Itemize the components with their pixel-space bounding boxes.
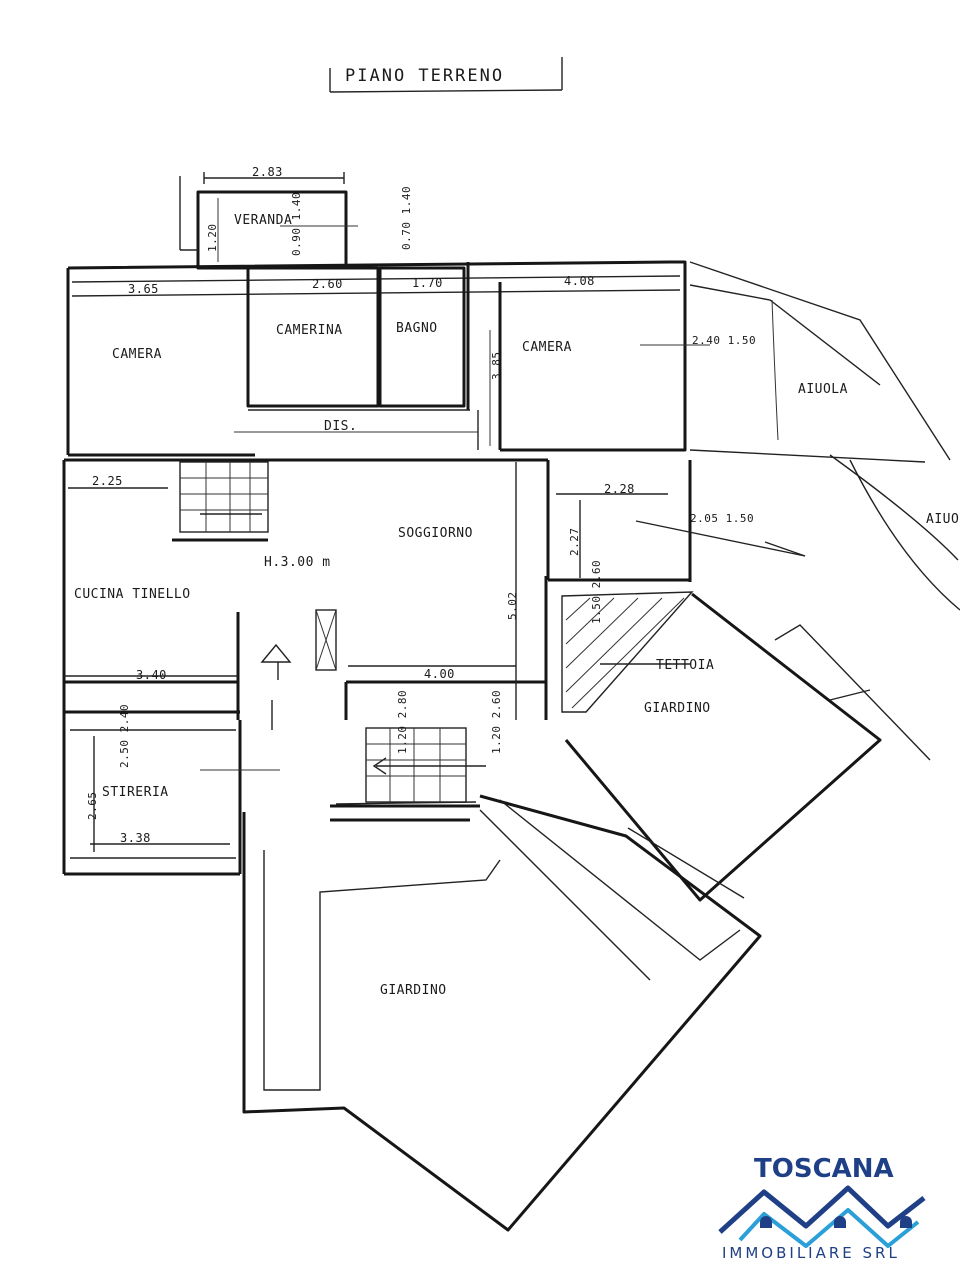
entry-door: 1.20 2.60: [490, 690, 503, 754]
room-giardino-small: GIARDINO: [644, 701, 711, 716]
aiuola-area: AIUOLA AIUOLA: [689, 261, 960, 611]
room-right-width: 2.28: [604, 482, 635, 496]
window-dim-1: 0.90 1.40: [290, 192, 303, 256]
stireria-depth: 2.65: [86, 792, 99, 821]
room-giardino-large: GIARDINO: [380, 983, 447, 998]
camera-right-window: 2.40 1.50: [692, 334, 756, 347]
title-block: PIANO TERRENO: [329, 57, 563, 93]
room-bagno: BAGNO: [396, 321, 438, 336]
room-right-window: 2.05 1.50: [690, 512, 754, 525]
camerina-width: 2.60: [312, 277, 343, 291]
soggiorno-depth: 5.02: [506, 592, 519, 621]
camera-right-depth: 3.85: [490, 352, 503, 381]
room-cucina: CUCINA TINELLO: [74, 587, 191, 602]
stireria-width: 3.38: [120, 831, 151, 845]
stireria-area: 2.50 2.40 2.65 STIRERIA 3.38: [62, 704, 280, 876]
middle-rooms: 2.25 CUCINA TINELLO 3.40 H.3.00 m SOGGIO…: [62, 458, 806, 870]
room-camera-left: CAMERA: [112, 347, 162, 362]
room-camera-right: CAMERA: [522, 340, 572, 355]
room-camerina: CAMERINA: [276, 323, 343, 338]
company-logo: TOSCANA IMMOBILIARE SRL: [718, 1154, 926, 1262]
stireria-window: 2.50 2.40: [118, 704, 131, 768]
stair-door: 1.20 2.80: [396, 690, 409, 754]
soggiorno-width: 4.00: [424, 667, 455, 681]
cucina-width-top: 2.25: [92, 474, 123, 488]
camera-left-width: 3.65: [128, 282, 159, 296]
veranda-depth: 1.20: [206, 224, 219, 253]
plan-title: PIANO TERRENO: [345, 66, 504, 86]
room-aiuola-top: AIUOLA: [798, 382, 848, 397]
camera-right-width: 4.08: [564, 274, 595, 288]
room-right-depth: 2.27: [568, 528, 581, 557]
room-tettoia: TETTOIA: [656, 658, 714, 673]
logo-name: TOSCANA: [754, 1154, 894, 1184]
bagno-width: 1.70: [412, 276, 443, 290]
height-note: H.3.00 m: [264, 555, 331, 570]
entry-stair: 1.20 2.80 1.20 2.60: [271, 690, 503, 822]
veranda-width: 2.83: [252, 165, 283, 179]
logo-subtitle: IMMOBILIARE SRL: [722, 1244, 900, 1262]
tettoia-door: 1.50 2.60: [590, 560, 603, 624]
room-aiuola-right: AIUOLA: [926, 512, 960, 527]
room-soggiorno: SOGGIORNO: [398, 526, 473, 541]
cucina-width: 3.40: [136, 668, 167, 682]
upper-rooms: 3.65 2.60 1.70 4.08 3.85 2.40 1.50 CAMER…: [66, 260, 756, 457]
room-stireria: STIRERIA: [102, 785, 169, 800]
window-dim-2: 0.70 1.40: [400, 186, 413, 250]
room-dis: DIS.: [324, 419, 357, 434]
room-veranda: VERANDA: [234, 213, 292, 228]
veranda: 2.83 1.20 VERANDA 0.90 1.40 0.70 1.40: [179, 165, 413, 270]
giardino-large-area: GIARDINO: [242, 794, 762, 1232]
tettoia-area: 1.50 2.60 TETTOIA GIARDINO: [561, 560, 931, 902]
